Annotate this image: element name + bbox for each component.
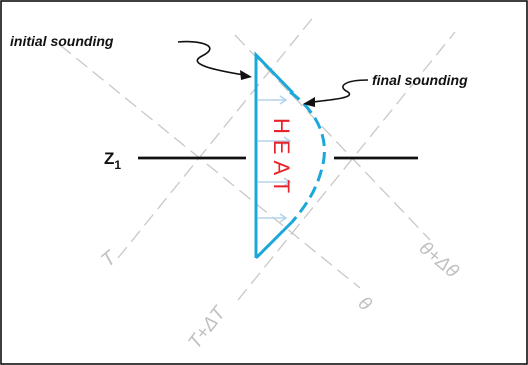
z1-label: Z1 — [104, 149, 121, 172]
final-sounding-curve — [289, 90, 326, 223]
heat-arrows — [258, 95, 292, 223]
final-sounding-arrowhead — [303, 97, 315, 107]
heat-label: HEAT — [269, 118, 294, 199]
z1-main: Z — [104, 149, 114, 168]
heat-arrow-4-head — [279, 213, 288, 223]
heat-arrow-1-head — [279, 95, 288, 105]
guide-lines — [59, 14, 456, 301]
initial-sounding-pointer — [177, 40, 245, 76]
final-sounding-label: final sounding — [372, 72, 468, 88]
initial-sounding-lower — [254, 220, 294, 260]
isotherm-t-line — [117, 14, 316, 259]
final-sounding-pointer — [311, 79, 369, 103]
initial-sounding-line — [254, 51, 295, 258]
initial-sounding-label: initial sounding — [10, 33, 114, 49]
isotherm-t-plus-dt-line — [237, 31, 456, 301]
isentrope-theta-plus-dtheta-line — [234, 34, 431, 241]
z1-subscript: 1 — [114, 158, 121, 172]
isentrope-theta-line — [59, 44, 361, 289]
initial-sounding-arrowhead — [240, 70, 252, 80]
heat-arrow-3-head — [283, 177, 292, 187]
heat-arrow-2-head — [283, 136, 292, 146]
